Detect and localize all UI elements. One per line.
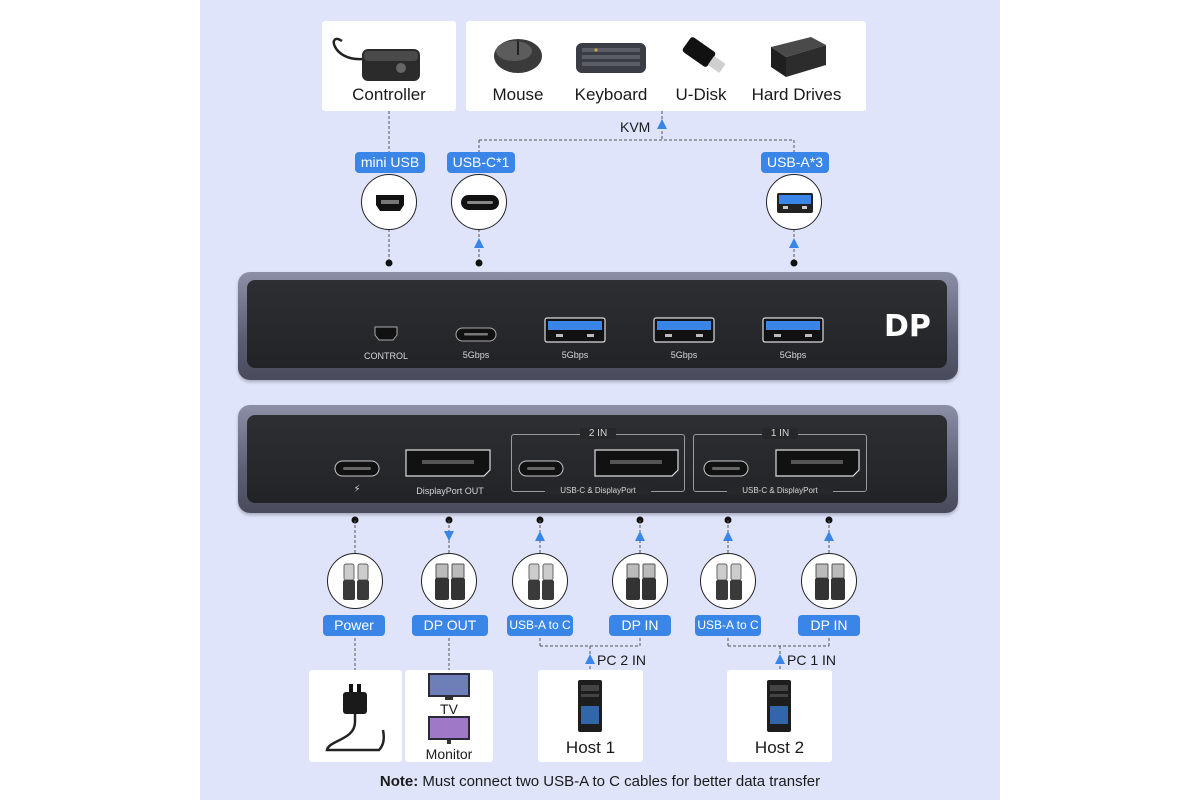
in1-usb-cable-zoom: [700, 553, 756, 609]
dp-out-port-label: DisplayPort OUT: [416, 486, 484, 496]
dp-cable-icon: [815, 563, 845, 600]
front-usb-a-port-1-icon: [544, 317, 606, 343]
in1-dp-arrow-icon: [824, 531, 834, 541]
usb-a-to-c-cable-icon: [343, 563, 369, 600]
controller-label: Controller: [352, 85, 426, 104]
usb-a-port-icon: [777, 193, 813, 213]
monitor-label: Monitor: [425, 746, 473, 762]
dp-out-arrow-icon: [444, 531, 454, 541]
in2-usb-c-port-icon: [518, 460, 564, 477]
diagram-panel: Controller: [200, 0, 1000, 800]
kvm-label: KVM: [620, 119, 651, 135]
usb-c-speed-label: 5Gbps: [462, 350, 490, 360]
host2-card: Host 2: [727, 670, 832, 762]
power-pill: Power: [323, 615, 385, 636]
usb-c-pill: USB-C*1: [447, 152, 515, 173]
in2-usb-a-to-c-pill: USB-A to C: [507, 615, 573, 636]
power-symbol: ⚡: [353, 484, 361, 495]
usb-c-port-zoom: [451, 174, 507, 230]
top-connector-lines: [385, 111, 799, 267]
usb-c-port-icon: [461, 195, 499, 210]
dp-cable-icon: [626, 563, 656, 600]
in2-usb-cable-zoom: [512, 553, 568, 609]
pc1-arrow-icon: [775, 654, 785, 664]
usb-a-1-speed-label: 5Gbps: [561, 350, 589, 360]
hard-drive-icon: [771, 37, 826, 77]
dp-cable-icon: [435, 563, 465, 600]
front-usb-a-port-2-icon: [653, 317, 715, 343]
u-disk-icon: [682, 37, 726, 73]
rear-power-usb-c-port-icon: [334, 460, 380, 477]
dp-out-port-icon: [405, 449, 491, 477]
dp-out-pill: DP OUT: [412, 615, 488, 636]
input-2-group-label: USB-C & DisplayPort: [545, 486, 651, 495]
peripherals-card: Mouse Keyboard U-Disk Hard Drives: [466, 21, 866, 111]
pc1-in-label: PC 1 IN: [787, 652, 837, 668]
pc-tower-icon: [578, 680, 602, 732]
in2-dp-arrow-icon: [635, 531, 645, 541]
pc2-in-label: PC 2 IN: [597, 652, 647, 668]
display-card: TV Monitor: [405, 670, 493, 762]
in2-dp-port-icon: [594, 449, 679, 477]
usb-a-2-speed-label: 5Gbps: [670, 350, 698, 360]
in1-usb-c-port-icon: [703, 460, 749, 477]
front-usb-a-port-3-icon: [762, 317, 824, 343]
keyboard-icon: [576, 43, 646, 73]
controller-card: Controller: [322, 21, 456, 111]
note-body: Must connect two USB-A to C cables for b…: [422, 773, 821, 790]
input-1-label: 1 IN: [762, 428, 798, 439]
usb-a-to-c-cable-icon: [528, 563, 554, 600]
in2-dp-in-pill: DP IN: [609, 615, 671, 636]
in2-usb-arrow-icon: [535, 531, 545, 541]
mini-usb-port-icon: [376, 195, 404, 211]
usb-a-port-zoom: [766, 174, 822, 230]
dp-brand-logo: DP: [884, 309, 931, 344]
input-2-label: 2 IN: [580, 428, 616, 439]
usb-a-arrow-icon: [789, 238, 799, 248]
in2-dp-cable-zoom: [612, 553, 668, 609]
pc2-arrow-icon: [585, 654, 595, 664]
in1-dp-port-icon: [775, 449, 860, 477]
bottom-connector-lines: [351, 516, 834, 672]
input-1-group-label: USB-C & DisplayPort: [727, 486, 833, 495]
tv-label: TV: [440, 701, 458, 717]
controller-icon: [332, 37, 420, 81]
control-port-label: CONTROL: [363, 351, 408, 361]
mouse-icon: [494, 39, 542, 73]
usb-c-arrow-icon: [474, 238, 484, 248]
tv-icon: [428, 673, 470, 700]
usb-a-to-c-cable-icon: [716, 563, 742, 600]
in1-usb-arrow-icon: [723, 531, 733, 541]
power-adapter-card: [309, 670, 402, 762]
front-usb-c-port-icon: [455, 327, 497, 342]
host1-label: Host 1: [565, 738, 616, 757]
note-bold: Note:: [379, 773, 419, 790]
host1-card: Host 1: [538, 670, 643, 762]
hard-drives-label: Hard Drives: [751, 85, 842, 104]
usb-a-3-speed-label: 5Gbps: [779, 350, 807, 360]
in1-dp-in-pill: DP IN: [798, 615, 860, 636]
mouse-label: Mouse: [492, 85, 544, 104]
kvm-arrow-icon: [657, 119, 667, 129]
front-mini-usb-port-icon: [374, 326, 398, 341]
usb-a-pill: USB-A*3: [761, 152, 829, 173]
power-cable-zoom: [327, 553, 383, 609]
mini-usb-port-zoom: [361, 174, 417, 230]
host2-label: Host 2: [754, 738, 805, 757]
pc-tower-icon: [767, 680, 791, 732]
power-adapter-icon: [325, 684, 386, 752]
dp-out-cable-zoom: [421, 553, 477, 609]
in1-usb-a-to-c-pill: USB-A to C: [695, 615, 761, 636]
monitor-icon: [428, 716, 470, 744]
keyboard-label: Keyboard: [574, 85, 648, 104]
front-panel-ports: [374, 317, 824, 343]
mini-usb-pill: mini USB: [355, 152, 425, 173]
note-text: Note: Must connect two USB-A to C cables…: [200, 773, 1000, 790]
rear-panel-ports: [334, 449, 860, 477]
u-disk-label: U-Disk: [675, 85, 727, 104]
in1-dp-cable-zoom: [801, 553, 857, 609]
